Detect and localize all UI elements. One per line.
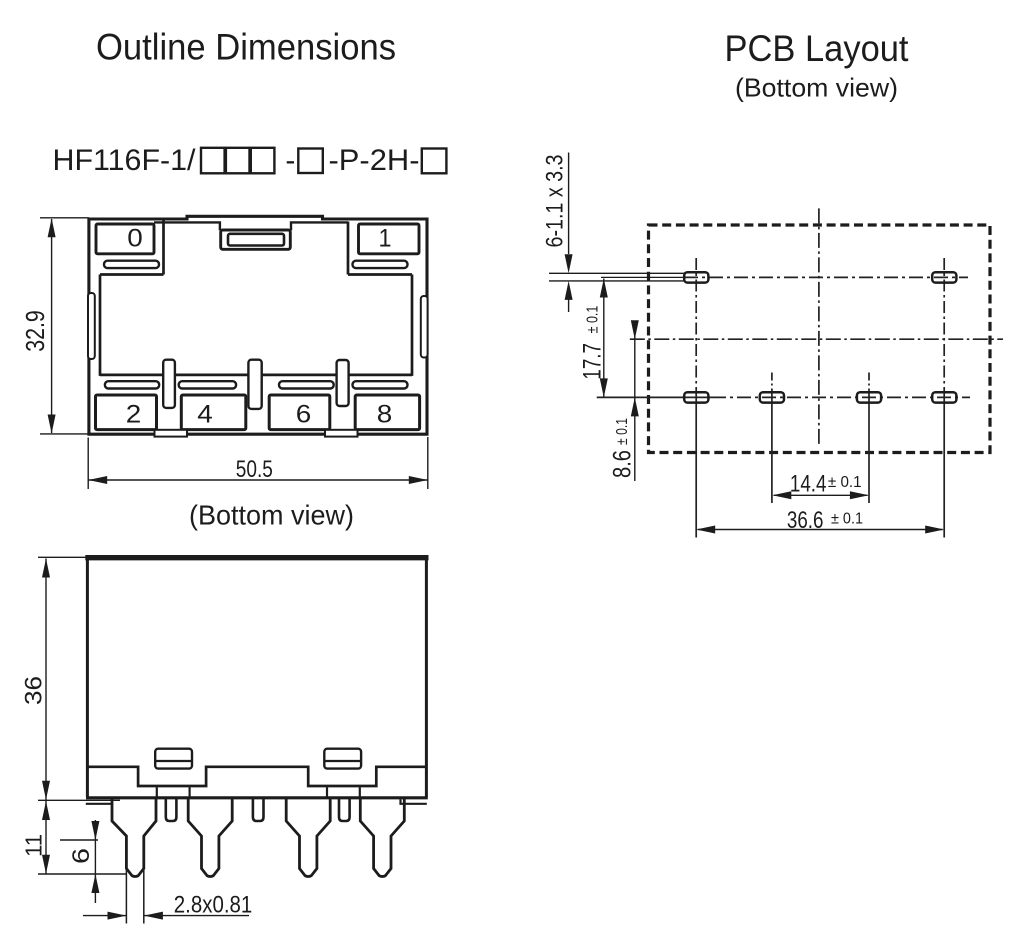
svg-text:-P-2H-: -P-2H-: [329, 144, 420, 177]
svg-text:Outline Dimensions: Outline Dimensions: [96, 27, 396, 68]
svg-text:6-1.1 x 3.3: 6-1.1 x 3.3: [542, 155, 569, 248]
svg-text:1: 1: [379, 224, 392, 252]
svg-text:± 0.1: ± 0.1: [831, 510, 863, 527]
svg-text:6: 6: [68, 848, 95, 864]
svg-text:50.5: 50.5: [236, 456, 273, 483]
svg-text:± 0.1: ± 0.1: [585, 306, 602, 334]
svg-text:36: 36: [21, 676, 48, 705]
svg-text:PCB Layout: PCB Layout: [725, 28, 910, 69]
svg-text:11: 11: [21, 834, 47, 857]
svg-text:8.6: 8.6: [609, 450, 637, 478]
svg-text:(Bottom view): (Bottom view): [735, 73, 898, 103]
svg-text:0: 0: [127, 224, 143, 252]
svg-text:(Bottom view): (Bottom view): [189, 500, 354, 531]
svg-text:± 0.1: ± 0.1: [828, 474, 862, 491]
svg-text:17.7: 17.7: [579, 343, 607, 380]
svg-text:2.8x0.81: 2.8x0.81: [174, 892, 253, 919]
svg-text:HF116F-1/: HF116F-1/: [53, 144, 197, 177]
svg-text:32.9: 32.9: [22, 310, 50, 352]
svg-text:2: 2: [126, 401, 142, 429]
svg-text:6: 6: [296, 401, 312, 429]
svg-text:-: -: [285, 144, 295, 177]
svg-text:8: 8: [377, 401, 393, 429]
svg-text:36.6: 36.6: [787, 507, 824, 534]
svg-text:± 0.1: ± 0.1: [614, 418, 631, 445]
svg-text:4: 4: [197, 401, 213, 429]
svg-text:14.4: 14.4: [790, 470, 827, 497]
